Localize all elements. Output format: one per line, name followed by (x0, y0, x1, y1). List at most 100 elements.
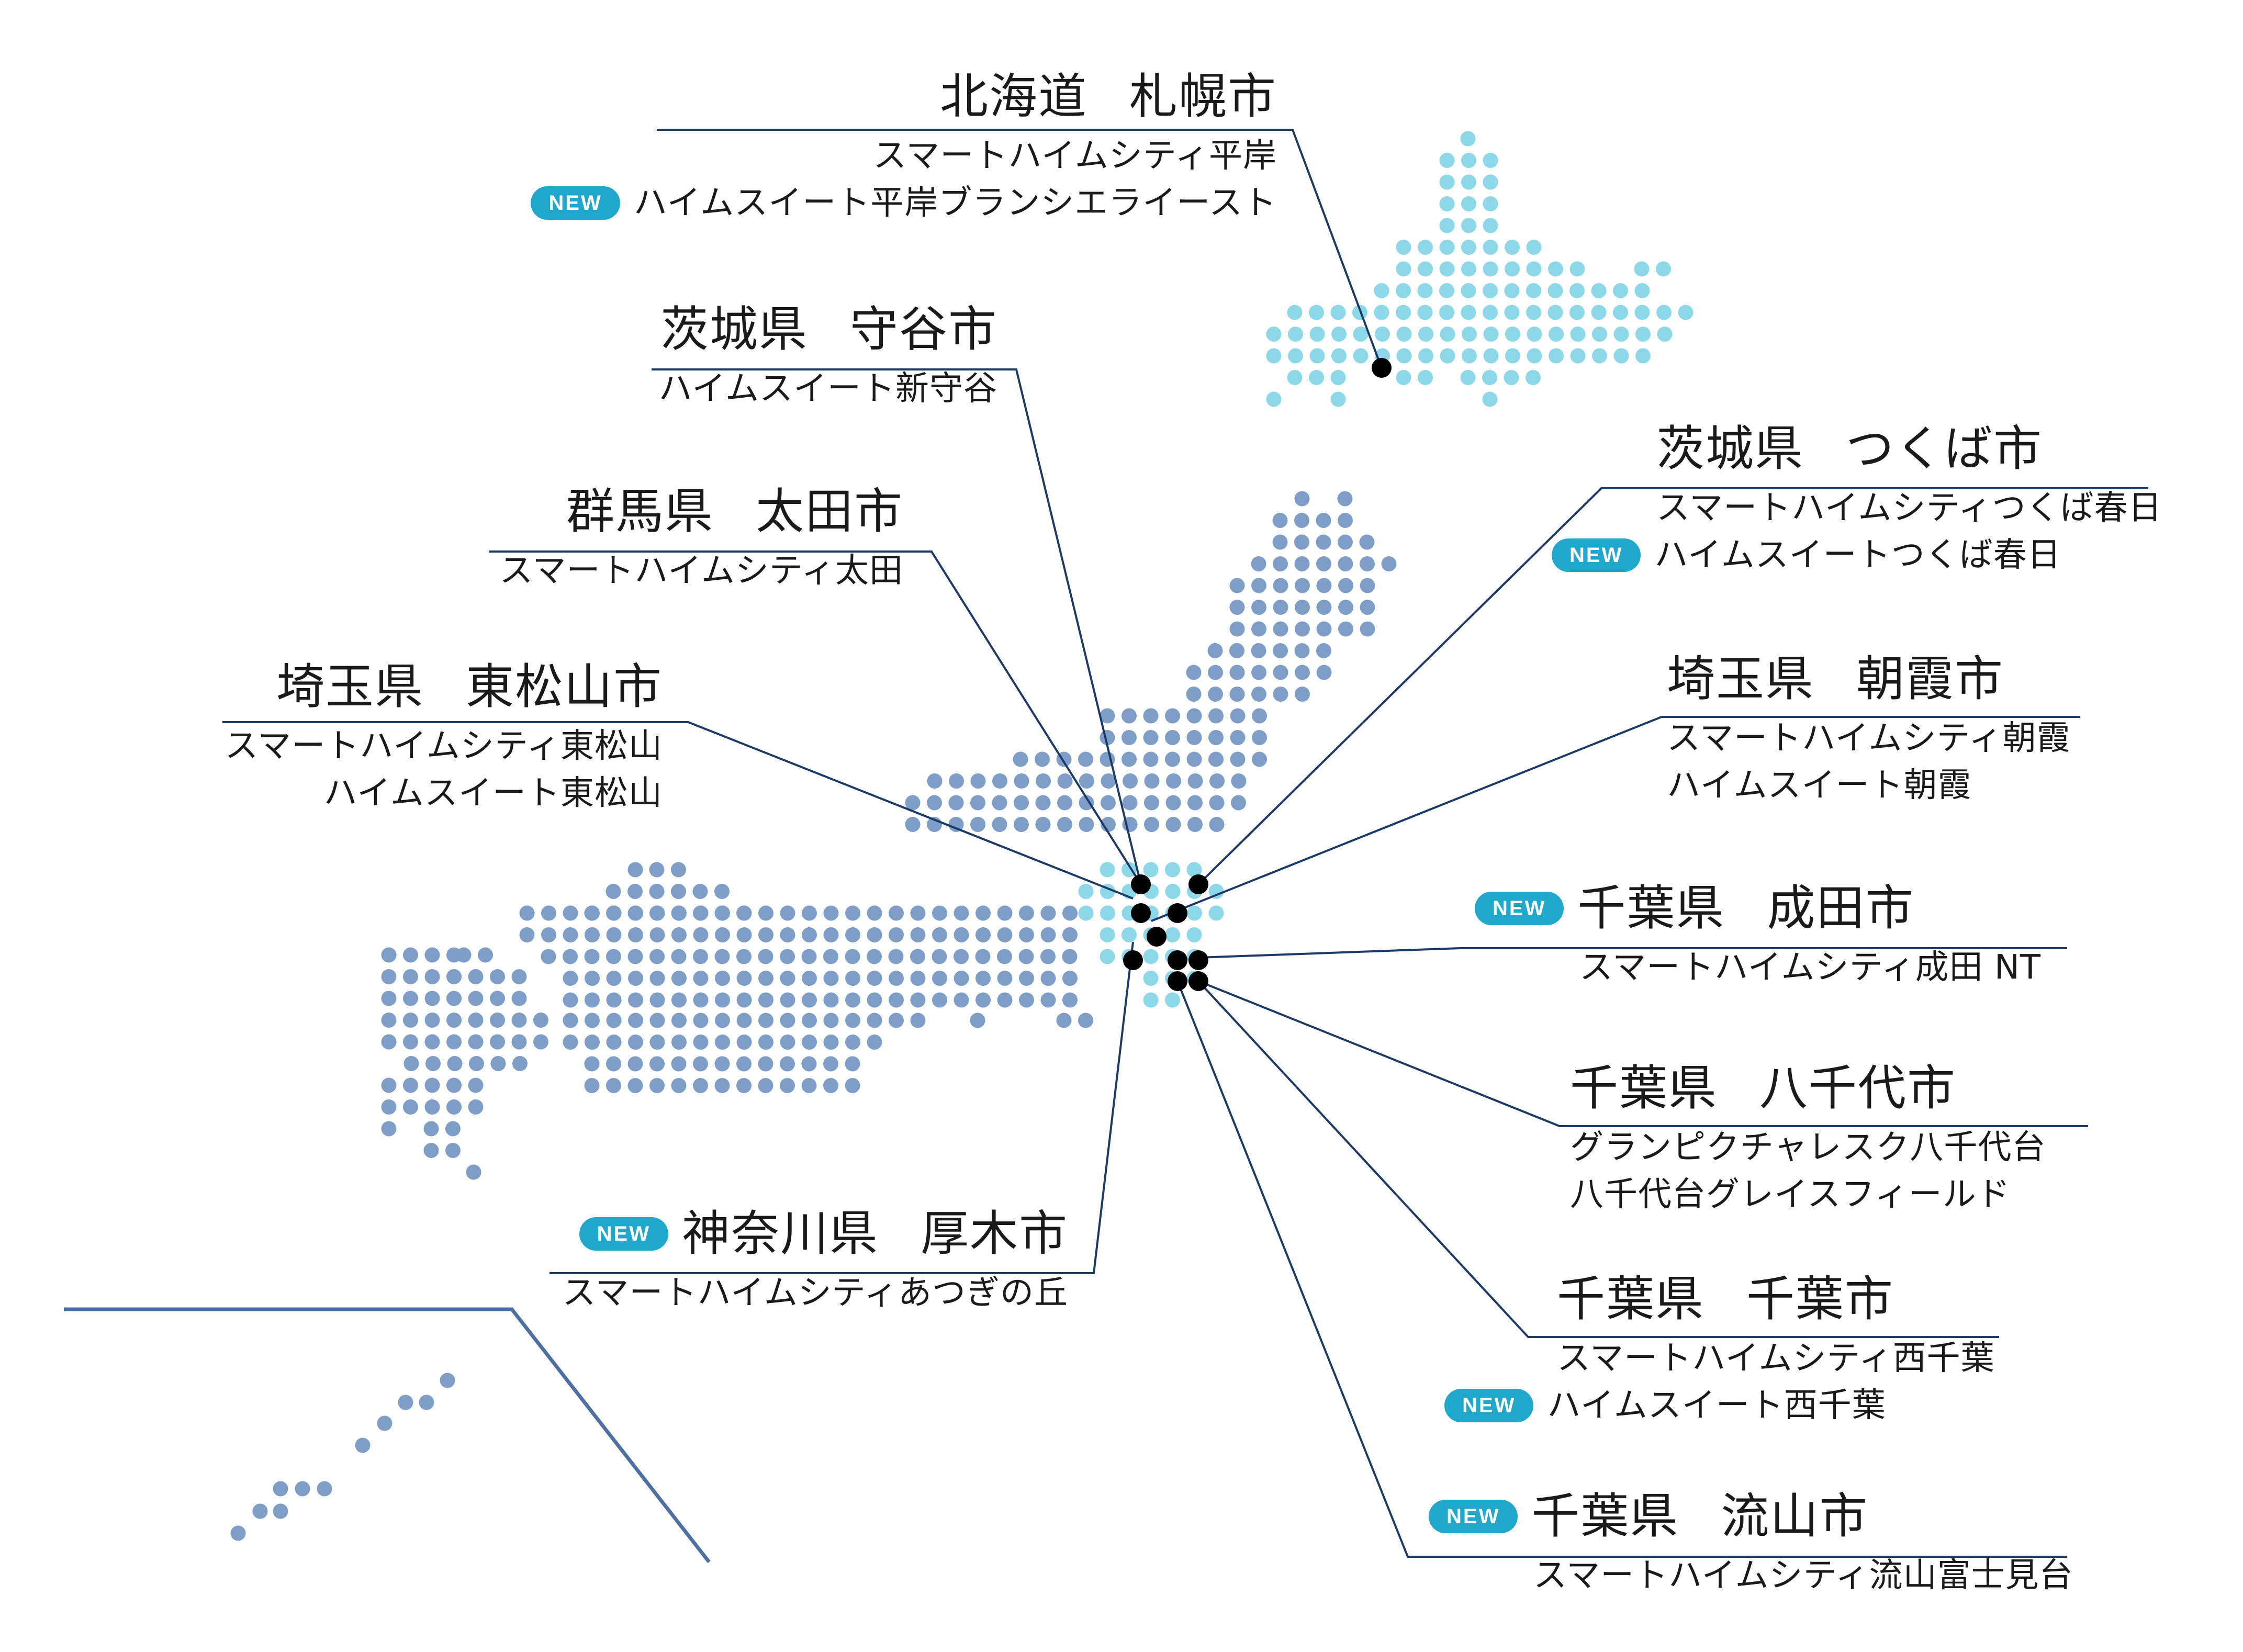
hokkaido-dot (1330, 391, 1346, 407)
honshu-dot (954, 949, 969, 964)
hokkaido-dot (1417, 305, 1433, 320)
honshu-dot (671, 971, 687, 986)
hokkaido-dot (1374, 305, 1389, 320)
honshu-dot (780, 971, 795, 986)
honshu-dot (845, 1056, 860, 1072)
honshu-dot (823, 992, 839, 1008)
honshu-dot (715, 1035, 730, 1050)
honshu-dot (867, 1035, 882, 1050)
honshu-dot (1079, 773, 1094, 789)
honshu-dot (867, 927, 882, 942)
location-title: 千葉県成田市 (1577, 880, 1915, 936)
honshu-dot (802, 927, 817, 942)
honshu-dot (563, 905, 578, 921)
hokkaido-dot (1396, 240, 1411, 255)
kyushu-dot (381, 1034, 397, 1050)
kanto-dot (1078, 884, 1094, 899)
kanto-dot (1186, 927, 1202, 942)
kyushu-dot (447, 1056, 463, 1071)
honshu-dot (714, 949, 730, 964)
hokkaido-dot (1678, 305, 1694, 320)
honshu-dot (970, 795, 985, 811)
hokkaido-dot (1353, 327, 1369, 342)
hokkaido-dot (1482, 391, 1498, 407)
hokkaido-dot (1461, 261, 1476, 277)
honshu-dot (1273, 687, 1288, 702)
location-title: 埼玉県東松山市 (276, 659, 663, 715)
honshu-dot (1272, 534, 1288, 550)
hokkaido-dot (1461, 283, 1476, 298)
land-dots-west (230, 491, 1397, 1541)
okinawa-dot (273, 1503, 288, 1519)
hokkaido-dot (1462, 348, 1477, 364)
kyushu-dot (381, 1121, 397, 1137)
honshu-dot (823, 1056, 838, 1072)
hokkaido-dot (1266, 391, 1282, 407)
property-name: ハイムスイート朝霞 (1667, 766, 1972, 805)
property-name: スマートハイムシティつくば春日 (1656, 489, 2162, 527)
honshu-dot (1078, 751, 1093, 767)
okinawa-dot (440, 1373, 455, 1388)
honshu-dot (801, 949, 817, 964)
hokkaido-dot (1504, 370, 1519, 385)
honshu-dot (1057, 817, 1072, 832)
honshu-dot (1295, 665, 1310, 680)
honshu-dot (888, 949, 904, 964)
property-name: スマートハイムシティ東松山 (225, 727, 663, 766)
honshu-dot (932, 927, 947, 942)
honshu-dot (628, 1035, 643, 1050)
leader-line (1176, 981, 2067, 1558)
hokkaido-dot (1483, 348, 1499, 364)
honshu-dot (889, 971, 904, 986)
location-yachiyo: 千葉県八千代市 グランピクチャレスク八千代台 八千代台グレイスフィールド (1570, 1062, 2046, 1218)
honshu-dot (1057, 795, 1072, 811)
location-pin (1188, 874, 1208, 894)
honshu-dot (606, 927, 622, 942)
location-pin (1131, 903, 1151, 923)
honshu-dot (954, 927, 969, 942)
kyushu-dot (446, 991, 462, 1006)
okinawa-inset-frame (64, 1307, 711, 1564)
honshu-dot (1230, 708, 1246, 724)
hokkaido-dot (1440, 327, 1455, 342)
honshu-dot (845, 992, 860, 1008)
honshu-dot (1251, 600, 1266, 615)
kyushu-dot (403, 969, 418, 984)
honshu-dot (627, 862, 643, 878)
honshu-dot (715, 971, 730, 986)
kyushu-dot (381, 947, 397, 963)
honshu-dot (1100, 708, 1115, 724)
hokkaido-dot (1461, 218, 1476, 233)
honshu-dot (671, 1035, 687, 1050)
honshu-dot (1360, 600, 1375, 615)
honshu-dot (605, 884, 621, 899)
kanto-dot (1165, 927, 1180, 942)
okinawa-dot (252, 1503, 268, 1519)
honshu-dot (1013, 751, 1028, 767)
honshu-dot (905, 817, 921, 832)
hokkaido-dot (1527, 348, 1542, 364)
location-title: 神奈川県厚木市 (681, 1206, 1068, 1262)
new-badge: NEW (531, 186, 620, 220)
honshu-dot (867, 905, 882, 921)
honshu-dot (1079, 795, 1094, 811)
honshu-dot (606, 905, 621, 921)
honshu-dot (910, 905, 926, 921)
kyushu-dot (424, 1077, 440, 1093)
honshu-dot (997, 949, 1012, 964)
honshu-dot (1122, 795, 1138, 811)
honshu-dot (1316, 556, 1331, 571)
kyushu-dot (512, 1056, 528, 1071)
hokkaido-dot (1569, 261, 1585, 277)
hokkaido-dot (1460, 131, 1476, 147)
honshu-dot (889, 992, 904, 1008)
honshu-dot (649, 862, 665, 878)
honshu-dot (1143, 708, 1159, 724)
hokkaido-dot (1461, 196, 1476, 211)
location-pin (1168, 950, 1187, 970)
honshu-dot (606, 949, 621, 964)
location-pin (1123, 950, 1143, 970)
honshu-dot (1273, 621, 1288, 637)
honshu-dot (910, 927, 926, 942)
